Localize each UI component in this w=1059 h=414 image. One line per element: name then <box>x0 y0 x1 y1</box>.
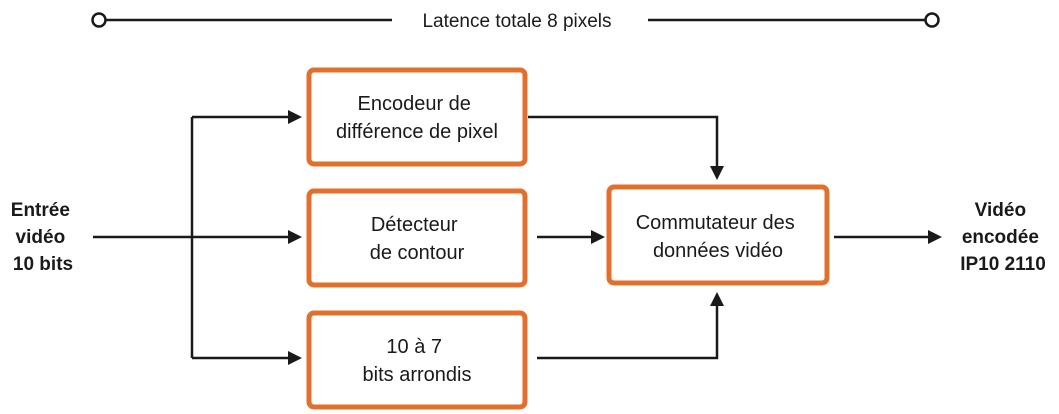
input-label-line-1: Entrée <box>11 200 70 221</box>
connections <box>93 110 942 365</box>
arrowhead-into-output <box>928 230 942 244</box>
edge-detector-label: Détecteur de contour <box>370 214 465 264</box>
pixel-diff-encoder-block: Encodeur de différence de pixel <box>306 67 528 167</box>
latency-end-endpoint <box>924 12 940 28</box>
rounded-bits-label: 10 à 7 bits arrondis <box>363 336 472 386</box>
video-switch-label-line-1: Commutateur des <box>636 212 795 234</box>
input-label-line-3: 10 bits <box>13 254 73 275</box>
input-label-line-2: vidéo <box>16 227 66 248</box>
video-switch-label-line-2: données vidéo <box>653 240 783 262</box>
output-label-line-2: encodée <box>962 227 1039 248</box>
pixel-diff-encoder-border <box>306 67 528 167</box>
latency-indicator: Latence totale 8 pixels <box>91 11 940 32</box>
arrowhead-into-edge-detector <box>288 230 302 244</box>
edge-detector-label-line-2: de contour <box>370 242 465 264</box>
video-switch-label: Commutateur des données vidéo <box>636 212 801 262</box>
rounded-bits-border <box>306 310 528 410</box>
video-switch-block: Commutateur des données vidéo <box>606 184 830 286</box>
arrowhead-switch-from-top <box>710 166 724 180</box>
output-label-line-1: Vidéo <box>975 200 1026 221</box>
pixel-diff-encoder-label-line-2: différence de pixel <box>336 121 498 143</box>
video-switch-border <box>606 184 830 286</box>
rounded-bits-label-line-1: 10 à 7 <box>386 336 442 358</box>
edge-detector-border <box>306 188 528 288</box>
edge-detector-block: Détecteur de contour <box>306 188 528 288</box>
arrowhead-switch-from-left <box>591 230 605 244</box>
edge-detector-label-line-1: Détecteur <box>371 214 458 236</box>
output-label: Vidéo encodée IP10 2110 <box>960 200 1046 275</box>
pixel-diff-encoder-label-line-1: Encodeur de <box>358 93 471 115</box>
pixel-diff-encoder-label: Encodeur de différence de pixel <box>336 93 498 143</box>
latency-start-endpoint <box>91 12 107 28</box>
arrowhead-into-rounded-bits <box>288 351 302 365</box>
wire-rounded-bits-to-switch <box>537 306 719 360</box>
rounded-bits-block: 10 à 7 bits arrondis <box>306 310 528 410</box>
rounded-bits-label-line-2: bits arrondis <box>363 364 472 386</box>
arrowhead-switch-from-bottom <box>710 292 724 306</box>
latency-label: Latence totale 8 pixels <box>422 11 611 32</box>
input-label: Entrée vidéo 10 bits <box>11 200 75 275</box>
wire-pixel-diff-encoder-to-switch <box>528 115 719 166</box>
arrowhead-into-pixel-diff-encoder <box>288 110 302 124</box>
output-label-line-3: IP10 2110 <box>960 254 1046 275</box>
